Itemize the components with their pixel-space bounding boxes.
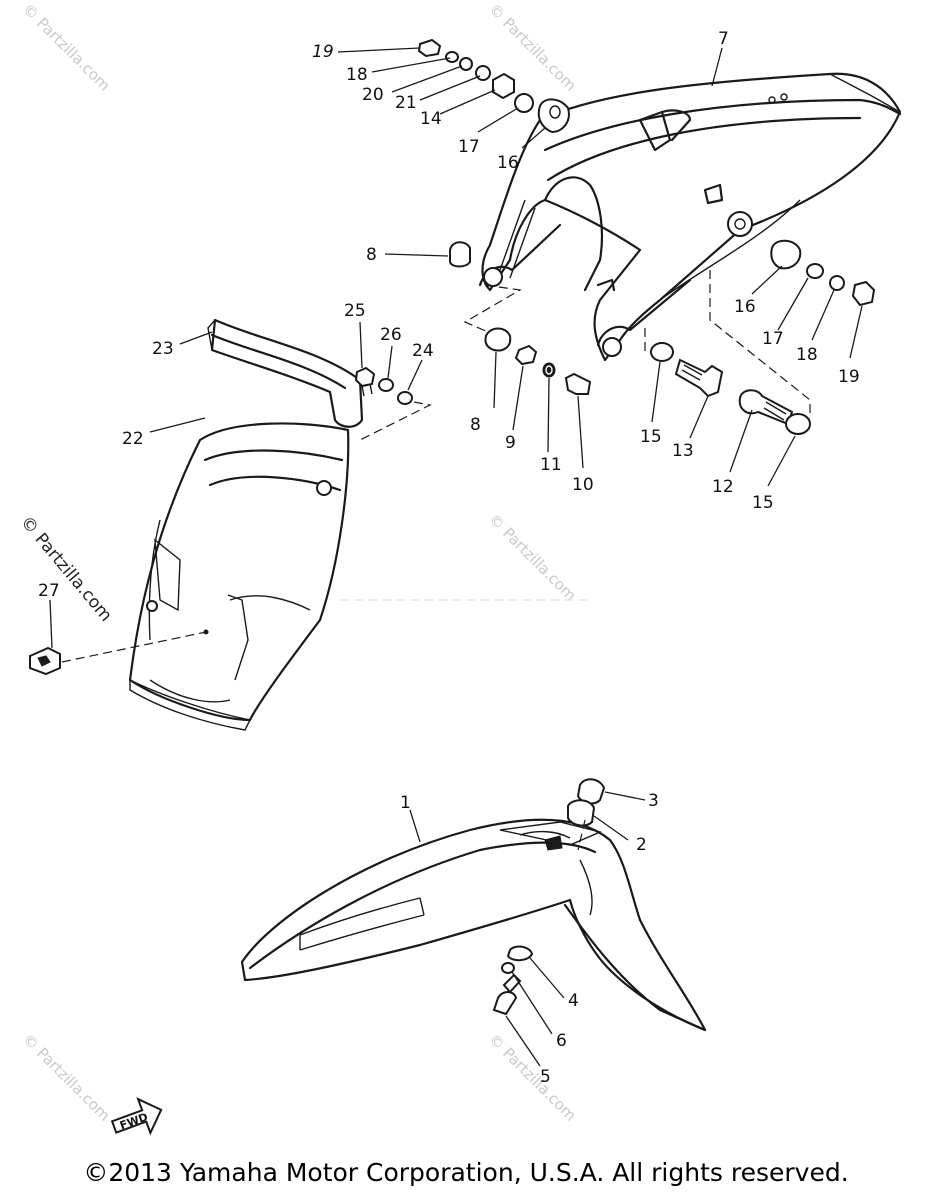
watermark-layer: © Partzilla.com © Partzilla.com © Partzi… xyxy=(16,0,580,1125)
rear-fender-top-hardware xyxy=(417,38,570,134)
callout-label: 19 xyxy=(838,367,860,387)
flap-hardware xyxy=(354,366,413,405)
rear-fender-bolts xyxy=(650,342,811,435)
callout-label: 8 xyxy=(470,415,481,435)
leader-lines xyxy=(49,47,863,1067)
callout-labels: 19 18 20 21 14 17 16 7 8 16 17 18 19 25 … xyxy=(38,29,860,1087)
callout-label: 20 xyxy=(362,85,384,105)
front-fender xyxy=(240,818,707,1032)
callout-label: 26 xyxy=(380,325,402,345)
callout-label: 12 xyxy=(712,477,734,497)
callout-label: 16 xyxy=(734,297,756,317)
callout-label: 16 xyxy=(497,153,519,173)
assembly-line xyxy=(359,401,432,441)
callout-label: 13 xyxy=(672,441,694,461)
callout-label: 10 xyxy=(572,475,594,495)
callout-label: 14 xyxy=(420,109,442,129)
rear-fender-lower-hardware xyxy=(484,327,592,395)
callout-label: 15 xyxy=(640,427,662,447)
callout-label: 24 xyxy=(412,341,434,361)
callout-label: 17 xyxy=(762,329,784,349)
assembly-line xyxy=(61,631,207,663)
callout-label: 22 xyxy=(122,429,144,449)
rear-fender xyxy=(478,72,902,362)
mud-flap xyxy=(128,422,350,731)
assembly-line xyxy=(577,819,586,851)
callout-label: 7 xyxy=(718,29,729,49)
callout-label: 5 xyxy=(540,1067,551,1087)
callout-label: 18 xyxy=(346,65,368,85)
callout-label: 11 xyxy=(540,455,562,475)
callout-label: 25 xyxy=(344,301,366,321)
callout-label: 1 xyxy=(400,793,411,813)
callout-label: 2 xyxy=(636,835,647,855)
callout-label: 17 xyxy=(458,137,480,157)
fwd-label: FWD xyxy=(118,1110,149,1132)
flap-bracket xyxy=(207,318,364,428)
assembly-line xyxy=(463,284,522,336)
callout-label: 3 xyxy=(648,791,659,811)
watermark: © Partzilla.com xyxy=(19,0,114,95)
callout-label: 23 xyxy=(152,339,174,359)
copyright-notice: ©2013 Yamaha Motor Corporation, U.S.A. A… xyxy=(83,1158,849,1187)
callout-label: 4 xyxy=(568,991,579,1011)
watermark: © Partzilla.com xyxy=(16,512,116,625)
callout-label: 21 xyxy=(395,93,417,113)
callout-label: 19 xyxy=(312,42,334,62)
watermark: © Partzilla.com xyxy=(485,510,580,605)
rear-fender-side-hardware xyxy=(449,239,876,307)
callout-label: 6 xyxy=(556,1031,567,1051)
callout-label: 15 xyxy=(752,493,774,513)
callout-label: 8 xyxy=(366,245,377,265)
callout-label: 27 xyxy=(38,581,60,601)
watermark: © Partzilla.com xyxy=(19,1030,114,1125)
assembly-line xyxy=(709,270,811,418)
front-fender-hardware xyxy=(492,778,606,1016)
clip-nut xyxy=(29,646,61,676)
callout-label: 9 xyxy=(505,433,516,453)
callout-label: 18 xyxy=(796,345,818,365)
fwd-arrow-icon: FWD xyxy=(110,1097,163,1136)
